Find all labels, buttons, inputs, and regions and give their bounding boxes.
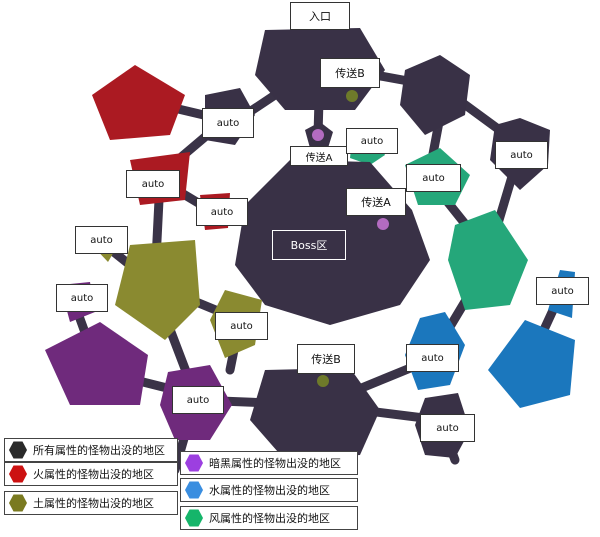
auto-label[interactable]: auto bbox=[196, 198, 248, 226]
hexagon-icon bbox=[185, 509, 203, 527]
teleport-b-south-dot[interactable] bbox=[317, 375, 329, 387]
teleport-a-boss-dot[interactable] bbox=[377, 218, 389, 230]
legend-label: 暗黑属性的怪物出没的地区 bbox=[209, 457, 341, 470]
teleport-a-north-label[interactable]: 传送A bbox=[290, 146, 348, 166]
auto-label[interactable]: auto bbox=[75, 226, 128, 254]
teleport-a-north-dot[interactable] bbox=[312, 129, 324, 141]
hexagon-icon bbox=[185, 454, 203, 472]
legend-label: 所有属性的怪物出没的地区 bbox=[33, 444, 165, 457]
legend-row-dark: 暗黑属性的怪物出没的地区 bbox=[180, 451, 358, 475]
teleport-a-boss-label[interactable]: 传送A bbox=[346, 188, 406, 216]
auto-label[interactable]: auto bbox=[215, 312, 268, 340]
legend-row-fire: 火属性的怪物出没的地区 bbox=[4, 462, 178, 486]
region-wind-east[interactable] bbox=[448, 210, 528, 310]
legend-label: 水属性的怪物出没的地区 bbox=[209, 484, 330, 497]
legend-label: 土属性的怪物出没的地区 bbox=[33, 497, 154, 510]
auto-label[interactable]: auto bbox=[126, 170, 180, 198]
auto-label[interactable]: auto bbox=[536, 277, 589, 305]
auto-label[interactable]: auto bbox=[406, 344, 459, 372]
auto-label[interactable]: auto bbox=[346, 128, 398, 154]
boss-area-label[interactable]: Boss区 bbox=[272, 230, 346, 260]
region-earth-large[interactable] bbox=[115, 240, 200, 340]
region-all-south[interactable] bbox=[250, 368, 380, 460]
legend-row-water: 水属性的怪物出没的地区 bbox=[180, 478, 358, 502]
region-all-northeast[interactable] bbox=[400, 55, 470, 135]
auto-label[interactable]: auto bbox=[202, 108, 254, 138]
legend-label: 火属性的怪物出没的地区 bbox=[33, 468, 154, 481]
legend-label: 风属性的怪物出没的地区 bbox=[209, 512, 330, 525]
teleport-b-north-label[interactable]: 传送B bbox=[320, 58, 380, 88]
legend-row-earth: 土属性的怪物出没的地区 bbox=[4, 491, 178, 515]
legend-row-wind: 风属性的怪物出没的地区 bbox=[180, 506, 358, 530]
auto-label[interactable]: auto bbox=[495, 141, 548, 169]
region-fire-large[interactable] bbox=[92, 65, 185, 140]
auto-label[interactable]: auto bbox=[420, 414, 475, 442]
hexagon-icon bbox=[9, 441, 27, 459]
auto-label[interactable]: auto bbox=[406, 164, 461, 192]
region-dark-large[interactable] bbox=[45, 322, 148, 405]
hexagon-icon bbox=[185, 481, 203, 499]
auto-label[interactable]: auto bbox=[56, 284, 108, 312]
entrance-label[interactable]: 入口 bbox=[290, 2, 350, 30]
auto-label[interactable]: auto bbox=[172, 386, 224, 414]
region-water-east[interactable] bbox=[488, 320, 575, 408]
legend-row-all: 所有属性的怪物出没的地区 bbox=[4, 438, 178, 462]
hexagon-icon bbox=[9, 494, 27, 512]
hexagon-icon bbox=[9, 465, 27, 483]
teleport-b-south-label[interactable]: 传送B bbox=[297, 344, 355, 374]
teleport-b-north-dot[interactable] bbox=[346, 90, 358, 102]
